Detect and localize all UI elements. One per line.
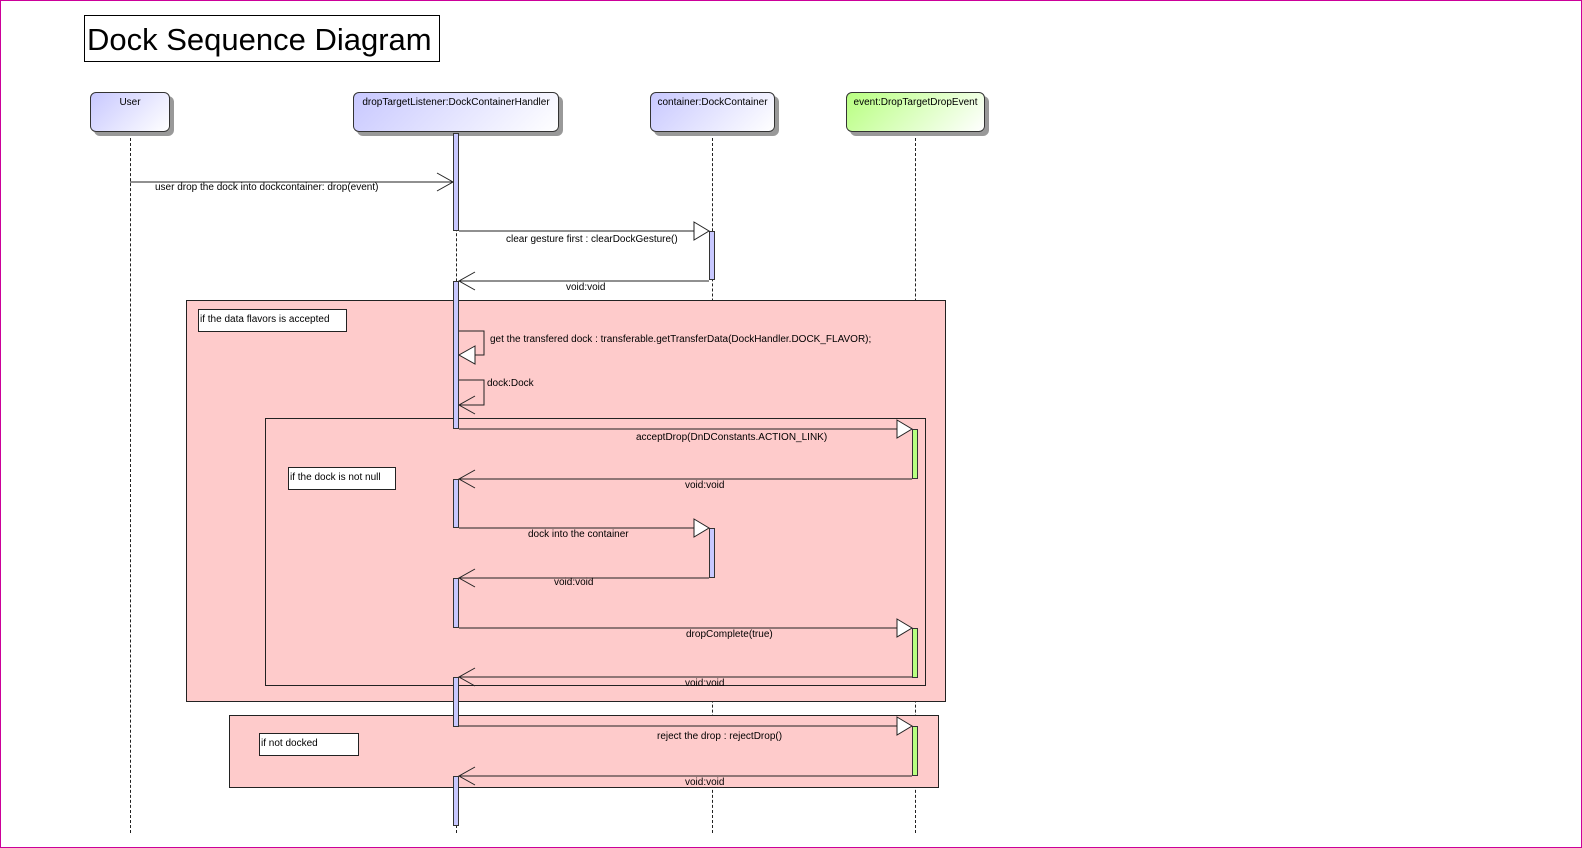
message-label: dropComplete(true) <box>686 629 773 640</box>
activation-handler <box>453 578 459 628</box>
message-arrow <box>459 419 913 439</box>
message-label: get the transfered dock : transferable.g… <box>490 334 872 345</box>
message-label: void:void <box>566 282 606 293</box>
message-label: user drop the dock into dockcontainer: d… <box>155 182 379 193</box>
message-label: clear gesture first : clearDockGesture() <box>506 234 678 245</box>
message-label: reject the drop : rejectDrop() <box>657 731 783 742</box>
message-label: dock:Dock <box>487 378 534 389</box>
activation-event <box>912 726 918 776</box>
lifeline-event-head: event:DropTargetDropEvent <box>846 92 985 132</box>
lifeline-container-head: container:DockContainer <box>650 92 775 132</box>
message-label: void:void <box>685 678 725 689</box>
lifeline-user-head: User <box>90 92 170 132</box>
message-arrow <box>459 716 913 736</box>
return-arrow <box>457 568 709 588</box>
message-arrow <box>130 172 455 192</box>
activation-handler <box>453 776 459 826</box>
message-arrow <box>459 221 710 241</box>
fragment-accepted <box>186 300 946 702</box>
activation-event <box>912 429 918 479</box>
message-label: acceptDrop(DnDConstants.ACTION_LINK) <box>636 432 828 443</box>
activation-handler <box>453 479 459 528</box>
message-label: dock into the container <box>528 529 629 540</box>
return-arrow <box>457 667 912 687</box>
message-label: void:void <box>685 480 725 491</box>
diagram-title: Dock Sequence Diagram <box>84 15 440 62</box>
return-arrow <box>457 766 912 786</box>
return-arrow <box>457 469 912 489</box>
message-label: void:void <box>685 777 725 788</box>
return-arrow <box>457 271 709 291</box>
guard-not-null: if the dock is not null <box>288 467 396 490</box>
message-arrow <box>459 618 913 638</box>
activation-container <box>709 528 715 578</box>
fragment-not-null <box>265 418 926 686</box>
self-message-arrow <box>457 330 485 365</box>
activation-event <box>912 628 918 678</box>
lifeline-handler-head: dropTargetListener:DockContainerHandler <box>353 92 559 132</box>
message-arrow <box>459 518 710 538</box>
activation-handler <box>453 677 459 727</box>
lifeline-user-line <box>130 133 131 833</box>
guard-accepted: if the data flavors is accepted <box>198 309 347 332</box>
activation-container <box>709 231 715 280</box>
message-label: void:void <box>554 577 594 588</box>
guard-not-docked: if not docked <box>259 733 359 756</box>
self-return-arrow <box>457 379 485 415</box>
